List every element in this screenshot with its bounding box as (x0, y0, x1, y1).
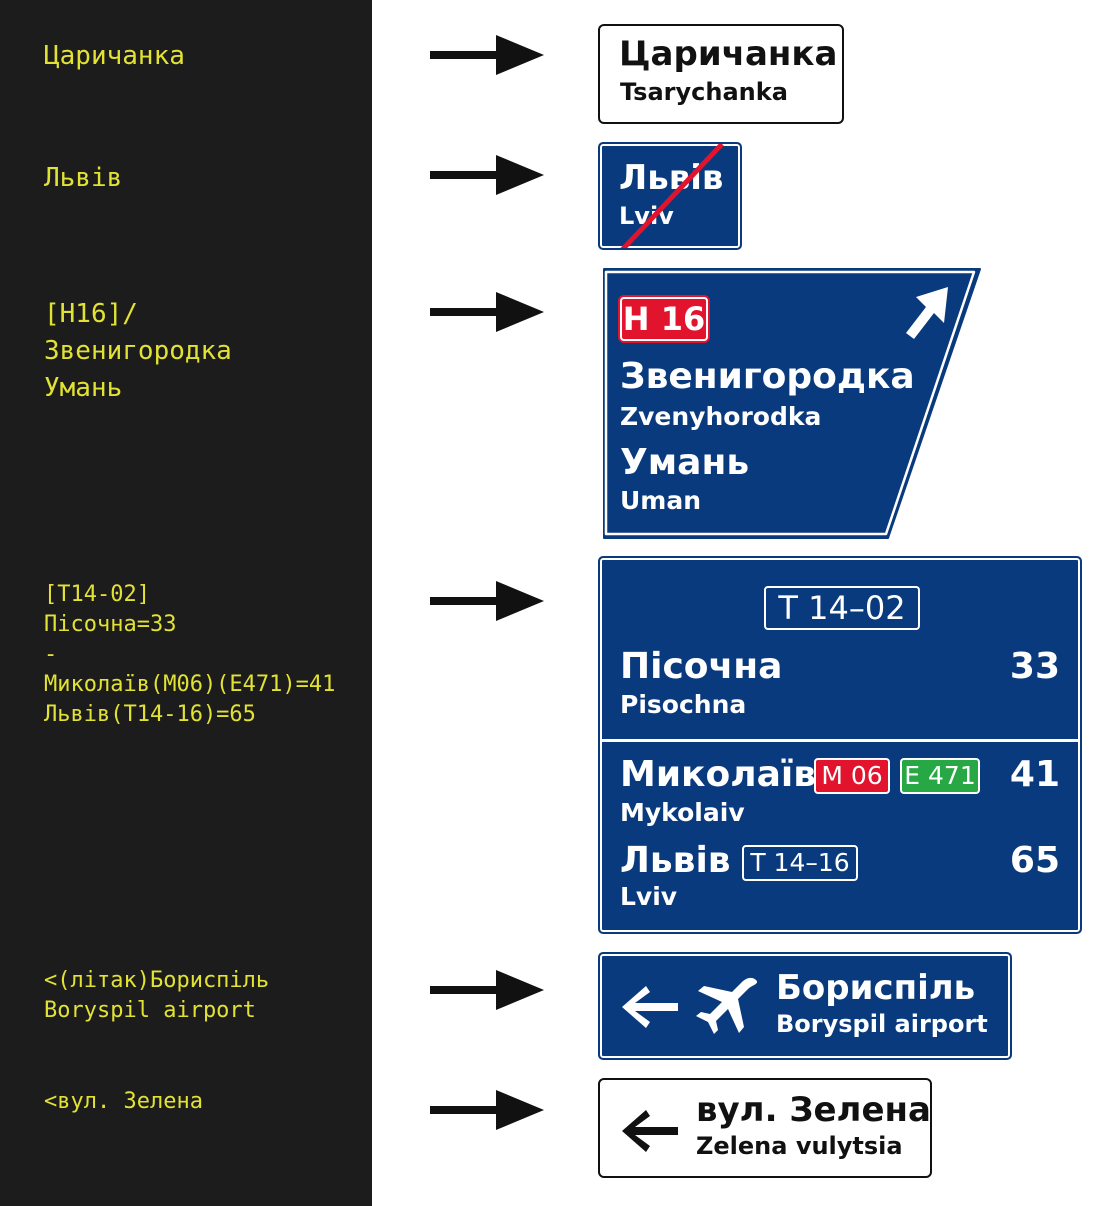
airplane-icon (696, 977, 758, 1034)
route-label: M 06 (821, 761, 883, 790)
sign-distance: T 14–02 Пісочна Pisochna 33 Миколаїв M 0… (598, 556, 1082, 934)
left-arrow-icon (622, 1110, 678, 1152)
sign-tsarychanka: Царичанка Tsarychanka (598, 24, 844, 124)
route-badge-t1402: T 14–02 (764, 586, 920, 630)
route-label: T 14–02 (778, 589, 906, 627)
dest-distance: 41 (1009, 754, 1060, 795)
route-badge-h16: H 16 (620, 297, 708, 341)
route-label: E 471 (904, 761, 976, 790)
sign-name: Бориспіль (776, 968, 976, 1008)
code-line-lviv: Львів (44, 163, 123, 193)
dest-latin: Pisochna (620, 690, 747, 719)
sign-dest1: Звенигородка (620, 356, 915, 397)
dest-latin: Lviv (620, 882, 678, 911)
right-arrow-icon (430, 155, 544, 195)
right-arrow-icon (430, 35, 544, 75)
divider (602, 739, 1078, 742)
arrow-up-right-icon (906, 287, 948, 339)
dest-distance: 65 (1009, 840, 1060, 881)
left-arrow-icon (622, 986, 678, 1028)
dest-distance: 33 (1009, 646, 1060, 687)
code-block-boryspil: <(літак)Бориспіль Boryspil airport (44, 968, 270, 1023)
sign-airport: Бориспіль Boryspil airport (598, 952, 1012, 1060)
right-arrow-icon (430, 581, 544, 621)
dest-name: Львів (620, 840, 731, 881)
route-badge-m06: M 06 (814, 758, 890, 794)
sign-name: вул. Зелена (696, 1090, 931, 1130)
sign-street: вул. Зелена Zelena vulytsia (598, 1078, 932, 1178)
code-line-tsarychanka: Царичанка (44, 41, 185, 71)
right-arrow-icon (430, 1090, 544, 1130)
sign-latin: Zelena vulytsia (696, 1132, 903, 1160)
code-line-zelena: <вул. Зелена (44, 1089, 203, 1114)
sign-name: Царичанка (619, 34, 838, 74)
code-block-h16: [H16]/ Звенигородка Умань (44, 299, 232, 403)
right-arrow-icon (430, 970, 544, 1010)
dest-name: Миколаїв (620, 754, 816, 795)
sign-name: Львів (619, 158, 724, 198)
sign-dest1-latin: Zvenyhorodka (620, 402, 822, 431)
dest-name: Пісочна (620, 646, 783, 687)
route-label: T 14–16 (750, 848, 850, 877)
right-arrow-icon (430, 292, 544, 332)
route-badge-t1416: T 14–16 (742, 845, 858, 881)
strike-line (620, 144, 724, 248)
sign-dest2: Умань (620, 442, 750, 483)
sign-latin: Tsarychanka (620, 78, 788, 106)
sign-dest2-latin: Uman (620, 486, 702, 515)
sign-lviv-end: Львів Lviv (598, 142, 742, 250)
code-panel: Царичанка Львів [H16]/ Звенигородка Уман… (0, 0, 372, 1206)
sign-latin: Boryspil airport (776, 1010, 988, 1038)
dest-latin: Mykolaiv (620, 798, 745, 827)
route-label: H 16 (622, 300, 706, 338)
code-block-t1402: [T14-02] Пісочна=33 - Миколаїв(M06)(E471… (44, 582, 336, 727)
route-badge-e471: E 471 (900, 758, 980, 794)
